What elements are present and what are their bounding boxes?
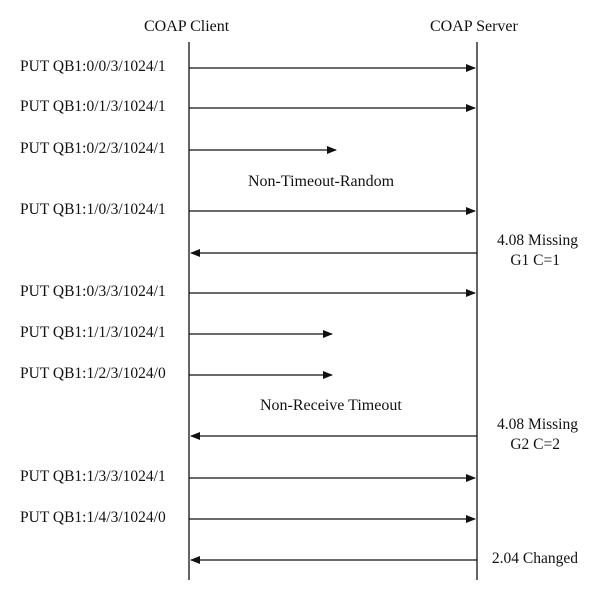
request-label-2: PUT QB1:0/1/3/1024/1 bbox=[20, 98, 166, 115]
note-receive-timeout: Non-Receive Timeout bbox=[260, 397, 402, 414]
request-label-5: PUT QB1:0/3/3/1024/1 bbox=[20, 283, 166, 300]
request-label-4: PUT QB1:1/0/3/1024/1 bbox=[20, 201, 166, 218]
request-label-8: PUT QB1:1/3/3/1024/1 bbox=[20, 468, 166, 485]
request-label-3: PUT QB1:0/2/3/1024/1 bbox=[20, 140, 166, 157]
request-label-6: PUT QB1:1/1/3/1024/1 bbox=[20, 324, 166, 341]
response-label-3: 2.04 Changed bbox=[492, 549, 578, 569]
response-1-line2: G1 C=1 bbox=[510, 252, 560, 269]
response-3-line1: 2.04 Changed bbox=[491, 550, 578, 567]
response-label-1: 4.08 Missing G1 C=1 bbox=[497, 231, 578, 271]
response-2-line1: 4.08 Missing bbox=[497, 416, 578, 433]
server-header: COAP Server bbox=[430, 18, 518, 35]
response-1-line1: 4.08 Missing bbox=[497, 232, 578, 249]
request-label-1: PUT QB1:0/0/3/1024/1 bbox=[20, 58, 166, 75]
response-label-2: 4.08 Missing G2 C=2 bbox=[497, 415, 578, 455]
response-2-line2: G2 C=2 bbox=[510, 436, 560, 453]
request-label-9: PUT QB1:1/4/3/1024/0 bbox=[20, 509, 166, 526]
request-label-7: PUT QB1:1/2/3/1024/0 bbox=[20, 365, 166, 382]
note-timeout-random: Non-Timeout-Random bbox=[248, 173, 395, 190]
client-header: COAP Client bbox=[144, 18, 230, 35]
